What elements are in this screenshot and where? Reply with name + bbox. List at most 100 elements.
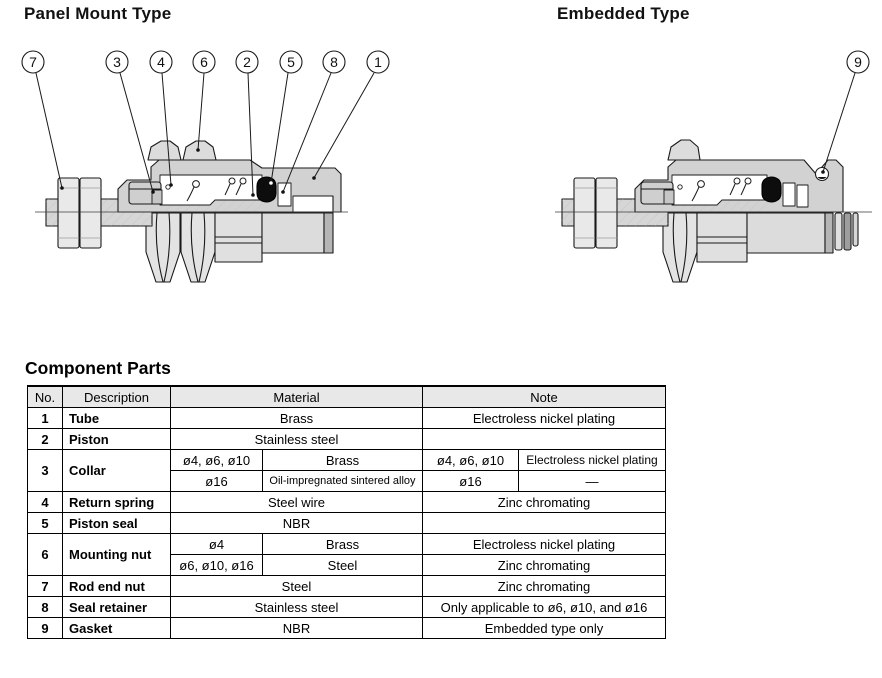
table-row: 7 Rod end nut Steel Zinc chromating bbox=[27, 575, 666, 597]
callout: 7 bbox=[21, 50, 45, 74]
header-no: No. bbox=[27, 385, 63, 408]
callout-circle bbox=[279, 50, 303, 74]
callout-circle bbox=[366, 50, 390, 74]
callout-circle bbox=[149, 50, 173, 74]
cell-note: Electroless nickel plating bbox=[518, 449, 666, 471]
mounting-nut-top bbox=[147, 140, 217, 161]
embedded-drawing bbox=[555, 139, 872, 283]
callout-number: 8 bbox=[330, 54, 338, 70]
cell-material: Stainless steel bbox=[170, 596, 423, 618]
callout-circle bbox=[105, 50, 129, 74]
collar bbox=[640, 181, 675, 205]
callout: 2 bbox=[235, 50, 259, 74]
cell-material: Steel bbox=[170, 575, 423, 597]
cell-no: 7 bbox=[27, 575, 63, 597]
cell-description: Mounting nut bbox=[62, 533, 171, 576]
cell-note: Zinc chromating bbox=[422, 491, 666, 513]
callout-number: 2 bbox=[243, 54, 251, 70]
component-parts-table: No. Description Material Note 1 Tube Bra… bbox=[27, 385, 666, 639]
callouts-panel-mount: 7 3 4 6 2 5 8 bbox=[21, 50, 390, 74]
callout-circle bbox=[235, 50, 259, 74]
cell-description: Tube bbox=[62, 407, 171, 429]
callout: 8 bbox=[322, 50, 346, 74]
table-row: 6 Mounting nut ø4 Brass Electroless nick… bbox=[27, 533, 666, 576]
cell-note-size: ø16 bbox=[422, 470, 519, 492]
return-spring bbox=[165, 177, 247, 202]
cell-note bbox=[422, 512, 666, 534]
cell-material-size: ø4 bbox=[170, 533, 263, 555]
callout-circle bbox=[192, 50, 216, 74]
cell-note: Zinc chromating bbox=[422, 575, 666, 597]
callout-circle bbox=[322, 50, 346, 74]
cell-material: Steel bbox=[262, 554, 423, 576]
cell-note: Only applicable to ø6, ø10, and ø16 bbox=[422, 596, 666, 618]
cell-material: Oil-impregnated sintered alloy bbox=[262, 470, 423, 492]
cell-no: 5 bbox=[27, 512, 63, 534]
cell-description: Return spring bbox=[62, 491, 171, 513]
table-row: 4 Return spring Steel wire Zinc chromati… bbox=[27, 491, 666, 513]
callout: 3 bbox=[105, 50, 129, 74]
cell-material: NBR bbox=[170, 512, 423, 534]
cell-no: 1 bbox=[27, 407, 63, 429]
cell-description: Seal retainer bbox=[62, 596, 171, 618]
cell-description: Collar bbox=[62, 449, 171, 492]
cell-no: 8 bbox=[27, 596, 63, 618]
callouts-embedded: 9 bbox=[846, 50, 870, 74]
mounting-nut-top bbox=[667, 139, 701, 161]
rod-end-nut bbox=[573, 177, 618, 249]
cell-description: Gasket bbox=[62, 617, 171, 639]
callout: 4 bbox=[149, 50, 173, 74]
cell-description: Rod end nut bbox=[62, 575, 171, 597]
cell-material: Brass bbox=[170, 407, 423, 429]
tube-side-view bbox=[746, 212, 859, 254]
cell-no: 3 bbox=[27, 449, 63, 492]
cell-note: Embedded type only bbox=[422, 617, 666, 639]
callout-number: 7 bbox=[29, 54, 37, 70]
cell-note: — bbox=[518, 470, 666, 492]
callout-number: 6 bbox=[200, 54, 208, 70]
piston-seal bbox=[256, 176, 277, 203]
table-row: 9 Gasket NBR Embedded type only bbox=[27, 617, 666, 639]
callout-circle bbox=[846, 50, 870, 74]
diagram-canvas: 7 3 4 6 2 5 8 bbox=[21, 50, 872, 283]
table-row: 2 Piston Stainless steel bbox=[27, 428, 666, 450]
piston-seal bbox=[761, 176, 782, 203]
cell-note-size: ø4, ø6, ø10 bbox=[422, 449, 519, 471]
cell-description: Piston seal bbox=[62, 512, 171, 534]
callout: 9 bbox=[846, 50, 870, 74]
header-material: Material bbox=[170, 385, 423, 408]
table-row: 1 Tube Brass Electroless nickel plating bbox=[27, 407, 666, 429]
cell-material: Brass bbox=[262, 533, 423, 555]
cell-note bbox=[422, 428, 666, 450]
return-spring bbox=[677, 177, 752, 202]
callout: 5 bbox=[279, 50, 303, 74]
cell-material: NBR bbox=[170, 617, 423, 639]
embedded-title: Embedded Type bbox=[557, 4, 690, 23]
callout-number: 9 bbox=[854, 54, 862, 70]
leader-lines bbox=[35, 72, 856, 197]
cell-material-size: ø4, ø6, ø10 bbox=[170, 449, 263, 471]
component-parts-title: Component Parts bbox=[25, 358, 171, 378]
table-header-row: No. Description Material Note bbox=[27, 385, 666, 408]
cell-no: 4 bbox=[27, 491, 63, 513]
table-row: 3 Collar ø4, ø6, ø10 Brass ø4, ø6, ø10 E… bbox=[27, 449, 666, 492]
seal-retainer bbox=[277, 182, 292, 207]
tube-side-view bbox=[261, 212, 334, 254]
panel-mount-title: Panel Mount Type bbox=[24, 4, 172, 23]
callout: 6 bbox=[192, 50, 216, 74]
cell-material-size: ø6, ø10, ø16 bbox=[170, 554, 263, 576]
header-description: Description bbox=[62, 385, 171, 408]
table-row: 8 Seal retainer Stainless steel Only app… bbox=[27, 596, 666, 618]
callout-number: 1 bbox=[374, 54, 382, 70]
cell-note: Zinc chromating bbox=[422, 554, 666, 576]
cell-material-size: ø16 bbox=[170, 470, 263, 492]
callout-circle bbox=[21, 50, 45, 74]
cell-no: 2 bbox=[27, 428, 63, 450]
callout: 1 bbox=[366, 50, 390, 74]
table-row: 5 Piston seal NBR bbox=[27, 512, 666, 534]
rod-end-nut bbox=[57, 177, 102, 249]
callout-number: 5 bbox=[287, 54, 295, 70]
header-note: Note bbox=[422, 385, 666, 408]
cell-description: Piston bbox=[62, 428, 171, 450]
